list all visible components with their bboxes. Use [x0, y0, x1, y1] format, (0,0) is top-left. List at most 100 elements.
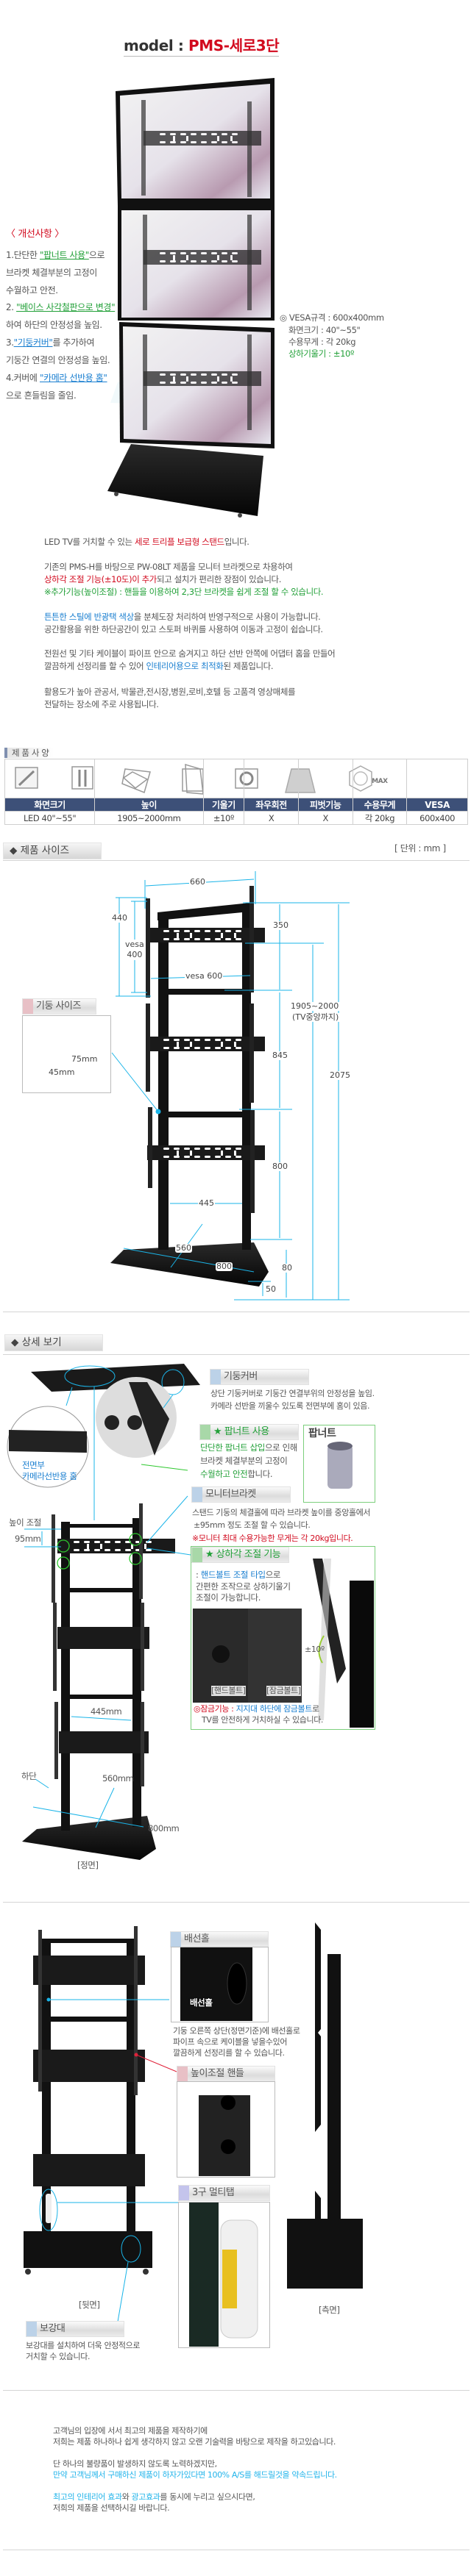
- screen-size-icon: [4, 759, 96, 798]
- multitap-label: 3구 멀티탭: [178, 2185, 270, 2201]
- lock-desc: TV를 안전하게 거치하실 수 있습니다.: [202, 1715, 324, 1725]
- label-text: ★ 상하각 조절 기능: [205, 1549, 281, 1560]
- hero-stand-image: [107, 78, 275, 518]
- model-title: model : PMS-세로3단: [124, 37, 280, 57]
- pillar-cover-image: [7, 1364, 200, 1520]
- bracket-weight-note: ※모니터 최대 수용가능한 무게는 각 20kg입니다.: [192, 1534, 353, 1543]
- bracket-desc: ±95mm 정도 조절 할 수 있습니다.: [194, 1520, 311, 1530]
- spec-header: 좌우회전: [244, 798, 299, 812]
- desc-line: LED TV를 거치할 수 있는 세로 트리플 보급형 스탠드입니다.: [44, 537, 249, 547]
- handle-photo-frame: [177, 2081, 275, 2178]
- text: 을 분체도장 처리하여 반영구적으로 사용이 가능합니다.: [133, 612, 321, 622]
- closing-line: 단 하나의 불량품이 발생하지 않도록 노력하겠지만,: [53, 2459, 217, 2469]
- dim-440: 440: [111, 913, 128, 923]
- closing-line: 만약 고객님께서 구매하신 제품이 하자가있다면 100% A/S를 해드릴것을…: [53, 2470, 337, 2480]
- spec-header: 피벗기능: [297, 798, 353, 812]
- front-stand-image: [22, 1464, 191, 1860]
- text: 으로 인해: [264, 1442, 297, 1453]
- text: 깔끔하게 선정리를 할 수 있어: [44, 661, 146, 671]
- front-hole-label: 전면부: [22, 1460, 45, 1470]
- tilt-feature-box: [191, 1546, 375, 1730]
- swivel-icon: [244, 759, 299, 798]
- spec-value: LED 40"~55": [4, 811, 96, 825]
- spec-value: ±10º: [202, 811, 245, 825]
- spec-header: VESA: [406, 798, 468, 812]
- column-size-label: 기둥 사이즈: [22, 998, 96, 1015]
- spec-header: 화면크기: [4, 798, 96, 812]
- reinforce-desc: 거치할 수 있습니다.: [26, 2352, 91, 2361]
- reinforce-label: 보강대: [26, 2321, 124, 2337]
- height-icon: [94, 759, 204, 798]
- improvement-line: 기둥간 연결의 안정성을 높임.: [6, 355, 110, 365]
- model-prefix: model :: [124, 37, 189, 54]
- front-hole-label-2: 카메라선반용 홈: [22, 1471, 77, 1481]
- text: 로: [311, 1704, 319, 1714]
- hero-spec-tilt: 상하기울기 : ±10º: [288, 348, 354, 359]
- size-section-header: ◆ 제품 사이즈: [3, 842, 102, 859]
- spec-header: 높이: [94, 798, 204, 812]
- spec-header: 수용무게: [352, 798, 408, 812]
- improvement-line: 으로 흔들림을 줄임.: [6, 390, 77, 401]
- front-dim-445: 445mm: [91, 1706, 122, 1717]
- popnut-label: ★ 팝너트 사용: [199, 1424, 299, 1440]
- dim-800-gap: 800: [272, 1162, 288, 1171]
- lock-bolt-caption: [잠금볼트]: [266, 1686, 301, 1696]
- text: 4.커버에: [6, 373, 40, 383]
- spec-value: X: [297, 811, 353, 825]
- tilt-desc: 조절이 가능합니다.: [196, 1592, 261, 1603]
- desc-line: 기존의 PMS-H를 바탕으로 PW-08LT 제품을 모니터 브라켓으로 차용…: [44, 562, 293, 572]
- label-text: 높이조절 핸들: [191, 2068, 244, 2079]
- spec-value: 1905~2000mm: [94, 811, 204, 825]
- hero-spec-vesa: ◎ VESA규격 : 600x400mm: [280, 312, 384, 323]
- highlight: 튼튼한 스틸에 반광택 색상: [44, 612, 134, 622]
- text: 된 제품입니다.: [223, 661, 274, 671]
- closing-line: 최고의 인테리어 효과와 광고효과를 동시에 누리고 싶으시다면,: [53, 2492, 255, 2502]
- label-text: ★ 팝너트 사용: [213, 1426, 269, 1437]
- dim-2075: 2075: [329, 1070, 351, 1080]
- spec-value: X: [244, 811, 299, 825]
- cable-hole-desc: 기둥 오른쪽 상단(정면기준)에 배선홀로: [173, 2026, 300, 2036]
- closing-line: 고객님의 입장에 서서 최고의 제품을 제작하기에: [53, 2426, 208, 2436]
- multitap-photo: [189, 2203, 258, 2347]
- monitor-top: [116, 78, 275, 206]
- desc-line: 깔끔하게 선정리를 할 수 있어 인테리어용으로 최적화된 제품입니다.: [44, 661, 273, 671]
- dim-845: 845: [272, 1051, 288, 1060]
- side-stand-image: [287, 1922, 363, 2289]
- cable-hole-photo: [180, 1947, 252, 2021]
- dim-vesa-600: vesa 600: [185, 971, 224, 981]
- highlight: 상하각 조절 기능(±10도)이 추가: [44, 574, 157, 584]
- improvement-line: 3."기둥커버"를 추가하여: [6, 337, 94, 348]
- improvement-line: 4.커버에 "카메라 선반용 홈": [6, 373, 107, 383]
- text: 되고 설치가 편리한 장점이 있습니다.: [157, 574, 281, 584]
- desc-line: 튼튼한 스틸에 반광택 색상을 분체도장 처리하여 반영구적으로 사용이 가능합…: [44, 612, 321, 622]
- reinforce-desc: 보강대를 설치하여 더욱 안정적으로: [26, 2341, 141, 2350]
- highlight: 세로 트리플 보급형 스탠드: [134, 537, 224, 547]
- divider: [3, 1354, 470, 1355]
- pillar-cover-desc: 카메라 선반을 끼울수 있도록 전면부에 홈이 있음.: [210, 1401, 370, 1411]
- dim-1905-2000: 1905~2000: [290, 1001, 340, 1011]
- handle-photo: [199, 2095, 250, 2176]
- closing-line: 저희는 제품 하나하나 쉽게 생각하지 않고 오랜 기술력을 바탕으로 제작을 …: [53, 2437, 336, 2447]
- label-text: 보강대: [40, 2323, 65, 2334]
- cable-hole-photo-label: 배선홀: [190, 1997, 213, 2008]
- text: 와: [121, 2492, 132, 2502]
- highlight: 지지대 하단에 잠금볼트: [236, 1704, 313, 1714]
- improvement-line: 2. "베이스 사각철판으로 변경": [6, 302, 116, 312]
- back-caption: [뒷면]: [79, 2300, 100, 2310]
- rear-stand-image: [24, 1926, 178, 2322]
- dim-445: 445: [198, 1198, 215, 1208]
- front-dim-560: 560mm: [102, 1773, 134, 1783]
- monitor-middle: [118, 206, 275, 321]
- pillar-cover-desc: 상단 기둥커버로 기둥간 연결부위의 안정성을 높임.: [210, 1389, 375, 1398]
- text: 합니다.: [247, 1469, 273, 1479]
- divider: [3, 860, 470, 861]
- label-text: 모니터브라켓: [205, 1489, 256, 1500]
- highlight: "기둥커버": [13, 337, 53, 348]
- front-caption: [정면]: [77, 1860, 99, 1870]
- text: ◎잠금기능 :: [194, 1704, 236, 1714]
- text: 으로: [88, 250, 105, 260]
- height-adjust-value: 95mm: [15, 1534, 41, 1544]
- desc-line: 활용도가 높아 관공서, 박물관,전시장,병원,로비,호텔 등 고품격 영상매체…: [44, 687, 296, 697]
- spec-header: 기울기: [202, 798, 245, 812]
